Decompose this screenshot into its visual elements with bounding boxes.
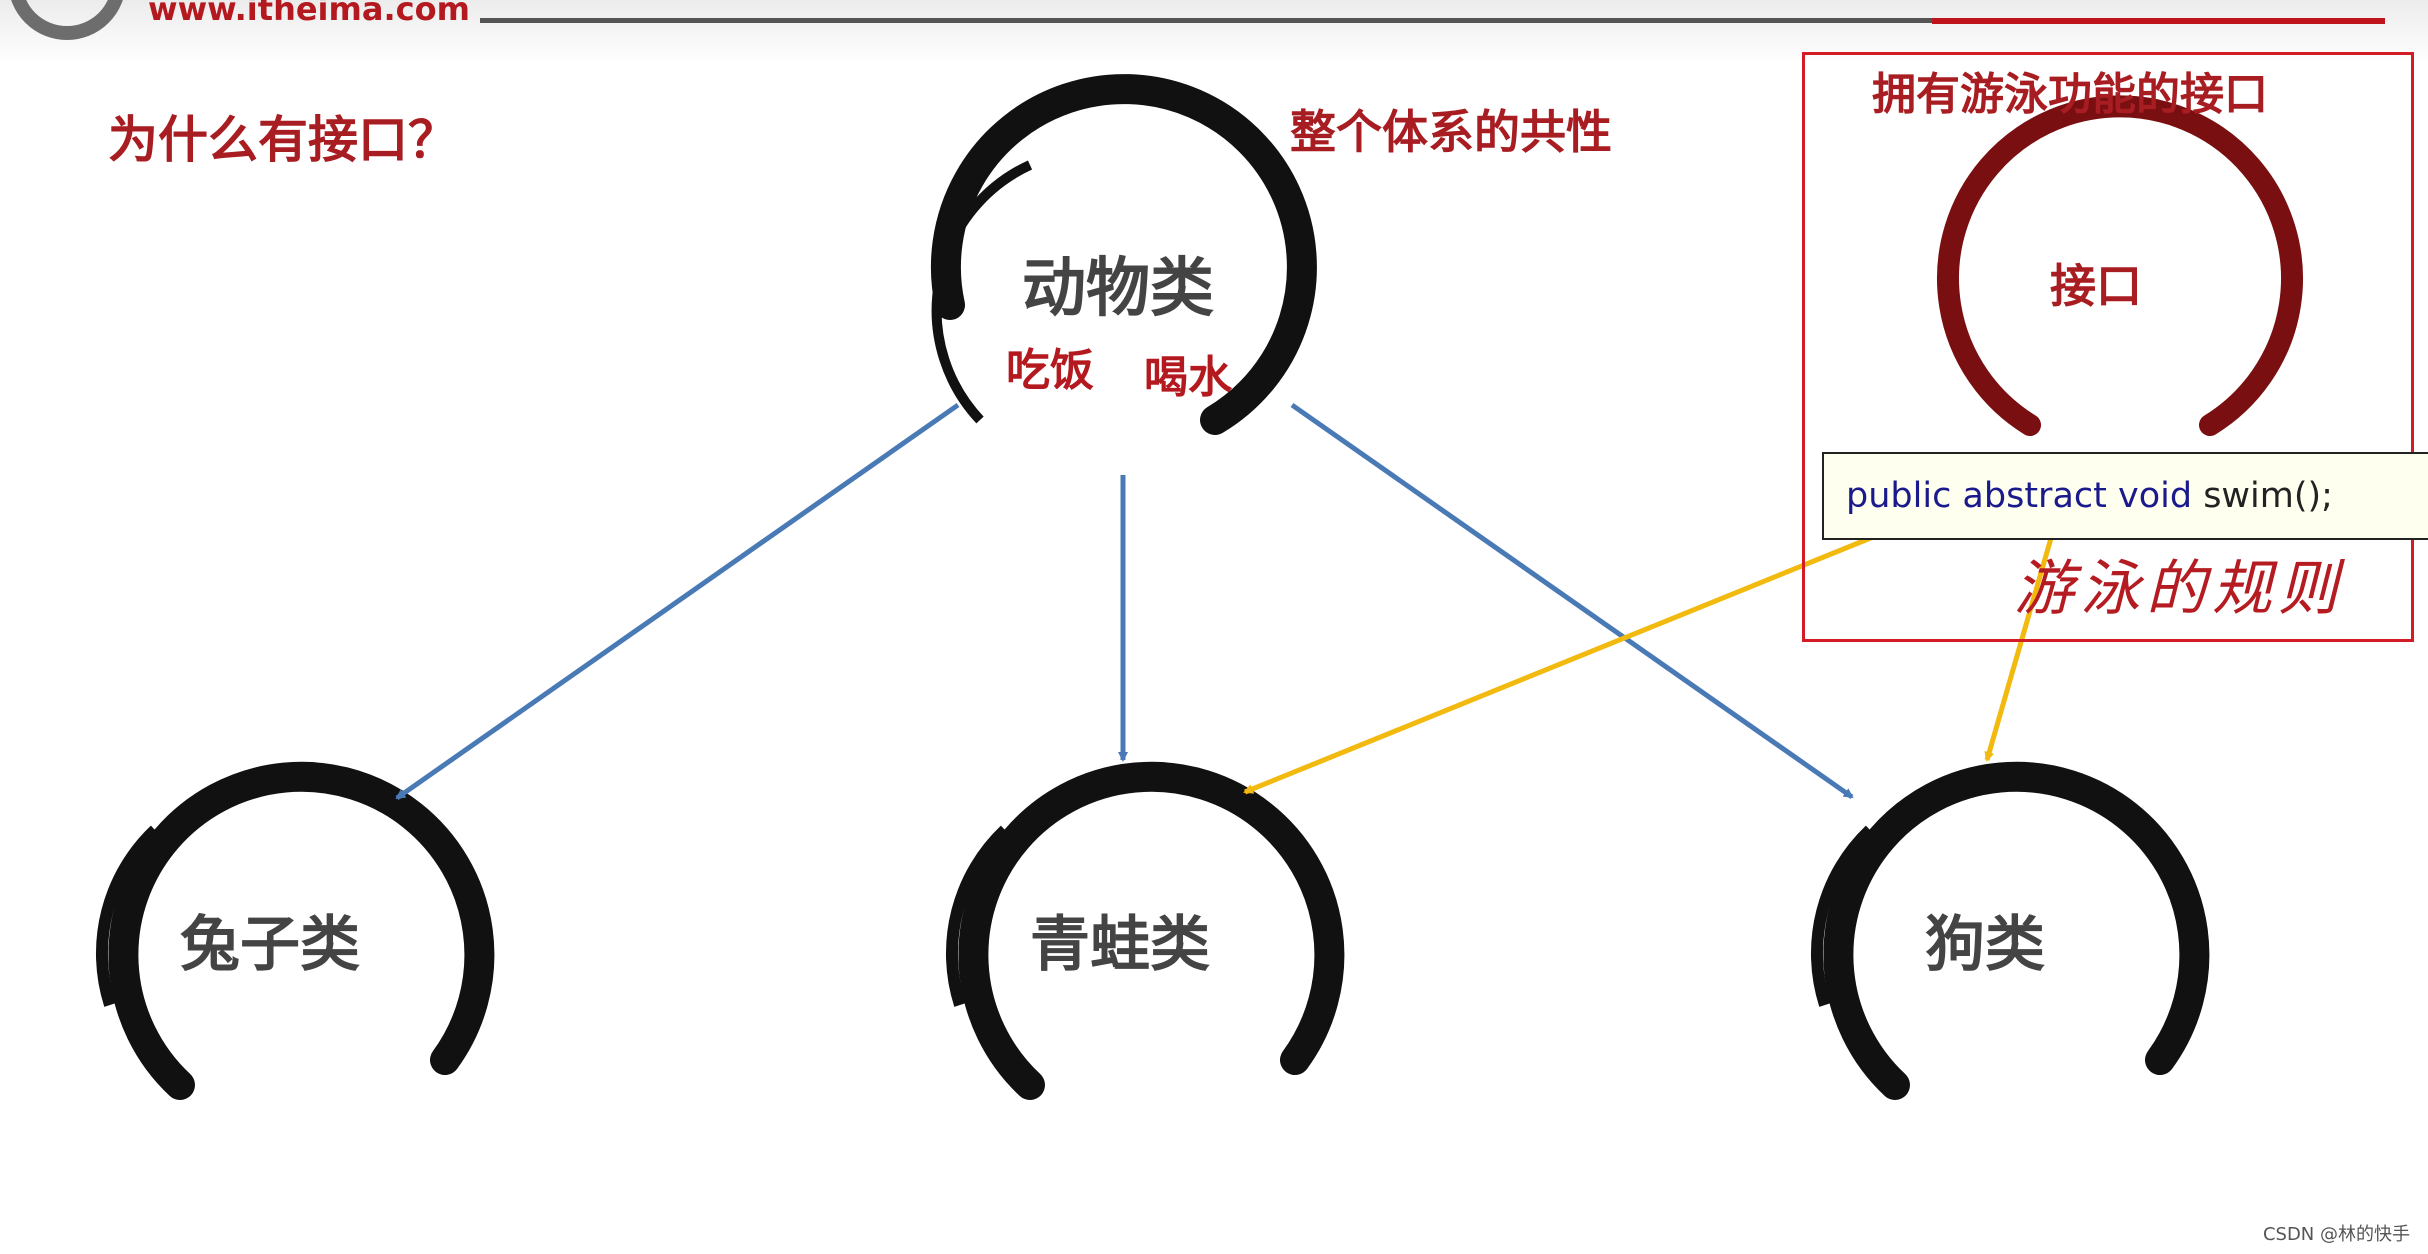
rabbit-ring-inner-stroke: [95, 825, 160, 1007]
inheritance-arrow-dog: [1290, 402, 1854, 800]
interface-node: [1937, 95, 2303, 436]
abstract-method-box: public abstract void swim();: [1822, 452, 2428, 540]
frog-ring-inner-stroke: [945, 825, 1010, 1007]
dog-class-node: 狗类: [1810, 761, 2210, 1100]
dog-ring-arc: [1823, 761, 2210, 1100]
rabbit-class-node: 兔子类: [95, 761, 495, 1100]
interface-panel-title: 拥有游泳功能的接口: [1872, 69, 2268, 120]
rabbit-class-label: 兔子类: [180, 910, 360, 980]
swim-rule-note: 游泳的规则: [2014, 554, 2344, 624]
method-name: swim();: [2192, 476, 2333, 516]
method-eat: 吃饭: [1006, 345, 1094, 396]
slide-header-bar: www.itheima.com: [0, 0, 2428, 64]
frog-ring-arc: [958, 761, 1345, 1100]
header-accent-line: [1932, 18, 2385, 24]
inheritance-arrow-rabbit: [395, 402, 960, 801]
interface-panel: [1802, 52, 2414, 642]
watermark: CSDN @林的快手: [2262, 1224, 2410, 1245]
site-url: www.itheima.com: [148, 0, 470, 28]
interface-node-label: 接口: [2050, 259, 2142, 313]
slide-question: 为什么有接口？: [108, 111, 458, 169]
animal-class-node: 动物类 吃饭 喝水: [930, 74, 1317, 435]
method-drink: 喝水: [1144, 352, 1233, 403]
animal-class-label: 动物类: [1022, 252, 1214, 326]
animal-ring-arc: [930, 74, 1317, 435]
frog-class-node: 青蛙类: [945, 761, 1345, 1100]
rabbit-ring-arc: [108, 761, 495, 1100]
dog-class-label: 狗类: [1925, 910, 2045, 980]
dog-ring-inner-stroke: [1810, 825, 1875, 1007]
animal-ring-inner-stroke: [931, 160, 1033, 424]
header-divider: [480, 18, 2385, 23]
interface-ring-arc: [1937, 95, 2303, 436]
frog-class-label: 青蛙类: [1030, 910, 1210, 980]
commonality-label: 整个体系的共性: [1290, 105, 1612, 159]
method-keywords: public abstract void: [1846, 476, 2193, 516]
